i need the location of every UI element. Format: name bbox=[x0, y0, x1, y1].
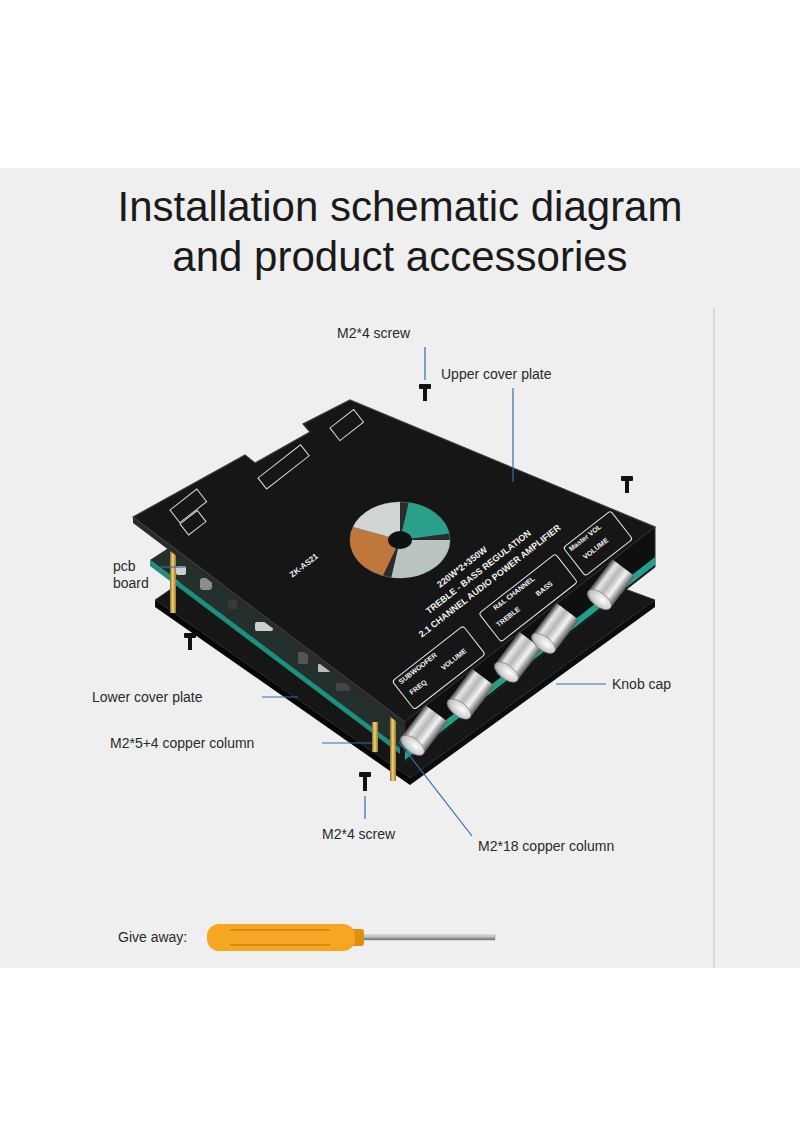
divider-line bbox=[713, 308, 715, 968]
board-marking: TREBLE - BASS REGULATION bbox=[424, 528, 533, 617]
screwdriver-illustration bbox=[207, 924, 495, 951]
part-label: Knob cap bbox=[612, 676, 671, 693]
accessory-label-text: Give away: bbox=[118, 929, 187, 946]
panel-marking-text: BASS bbox=[534, 580, 554, 598]
part-label-text: pcb board bbox=[113, 558, 157, 592]
panel-marking-text: VOLUME bbox=[440, 647, 469, 672]
part-label-text: Upper cover plate bbox=[441, 366, 552, 383]
part-label: Upper cover plate bbox=[441, 366, 552, 383]
model-marking-text: ZK-AS21 bbox=[288, 552, 320, 580]
part-label: pcb board bbox=[113, 558, 157, 592]
accessory-label: Give away: bbox=[118, 929, 187, 946]
part-label: Lower cover plate bbox=[92, 689, 203, 706]
part-label: M2*18 copper column bbox=[478, 838, 614, 855]
part-label-text: M2*18 copper column bbox=[478, 838, 614, 855]
title-text: Installation schematic diagram and produ… bbox=[100, 182, 700, 282]
knob-cap bbox=[444, 669, 495, 723]
copper-column bbox=[170, 545, 176, 613]
part-label-text: Lower cover plate bbox=[92, 689, 203, 706]
screw-symbol bbox=[359, 772, 371, 791]
knob-cap bbox=[528, 603, 579, 657]
board-marking-text: TREBLE - BASS REGULATION bbox=[424, 528, 533, 617]
part-label-text: M2*4 screw bbox=[337, 325, 410, 342]
screw-symbol bbox=[621, 476, 633, 493]
part-label-text: Knob cap bbox=[612, 676, 671, 693]
page-title: Installation schematic diagram and produ… bbox=[100, 182, 700, 282]
knob-cap bbox=[397, 705, 448, 759]
part-label: M2*5+4 copper column bbox=[110, 735, 254, 752]
panel-marking-text: FREQ bbox=[408, 678, 428, 696]
panel-marking: SUBWOOFER bbox=[397, 651, 438, 686]
panel-marking-text: SUBWOOFER bbox=[397, 651, 438, 686]
part-label: M2*4 screw bbox=[337, 325, 410, 342]
panel-marking: FREQ bbox=[408, 678, 428, 696]
knob-cap bbox=[584, 559, 635, 613]
screw-symbol bbox=[419, 384, 431, 401]
part-label-text: M2*5+4 copper column bbox=[110, 735, 254, 752]
panel-marking: VOLUME bbox=[440, 647, 469, 672]
copper-column bbox=[390, 715, 396, 781]
part-label-text: M2*4 screw bbox=[322, 826, 395, 843]
copper-column bbox=[372, 722, 378, 752]
panel-marking: BASS bbox=[534, 580, 554, 598]
background-panel bbox=[0, 168, 800, 968]
upper-cover-plate bbox=[133, 400, 655, 728]
model-marking: ZK-AS21 bbox=[288, 552, 320, 580]
part-label: M2*4 screw bbox=[322, 826, 395, 843]
leader-line bbox=[161, 347, 606, 836]
screw-symbol bbox=[184, 633, 196, 650]
